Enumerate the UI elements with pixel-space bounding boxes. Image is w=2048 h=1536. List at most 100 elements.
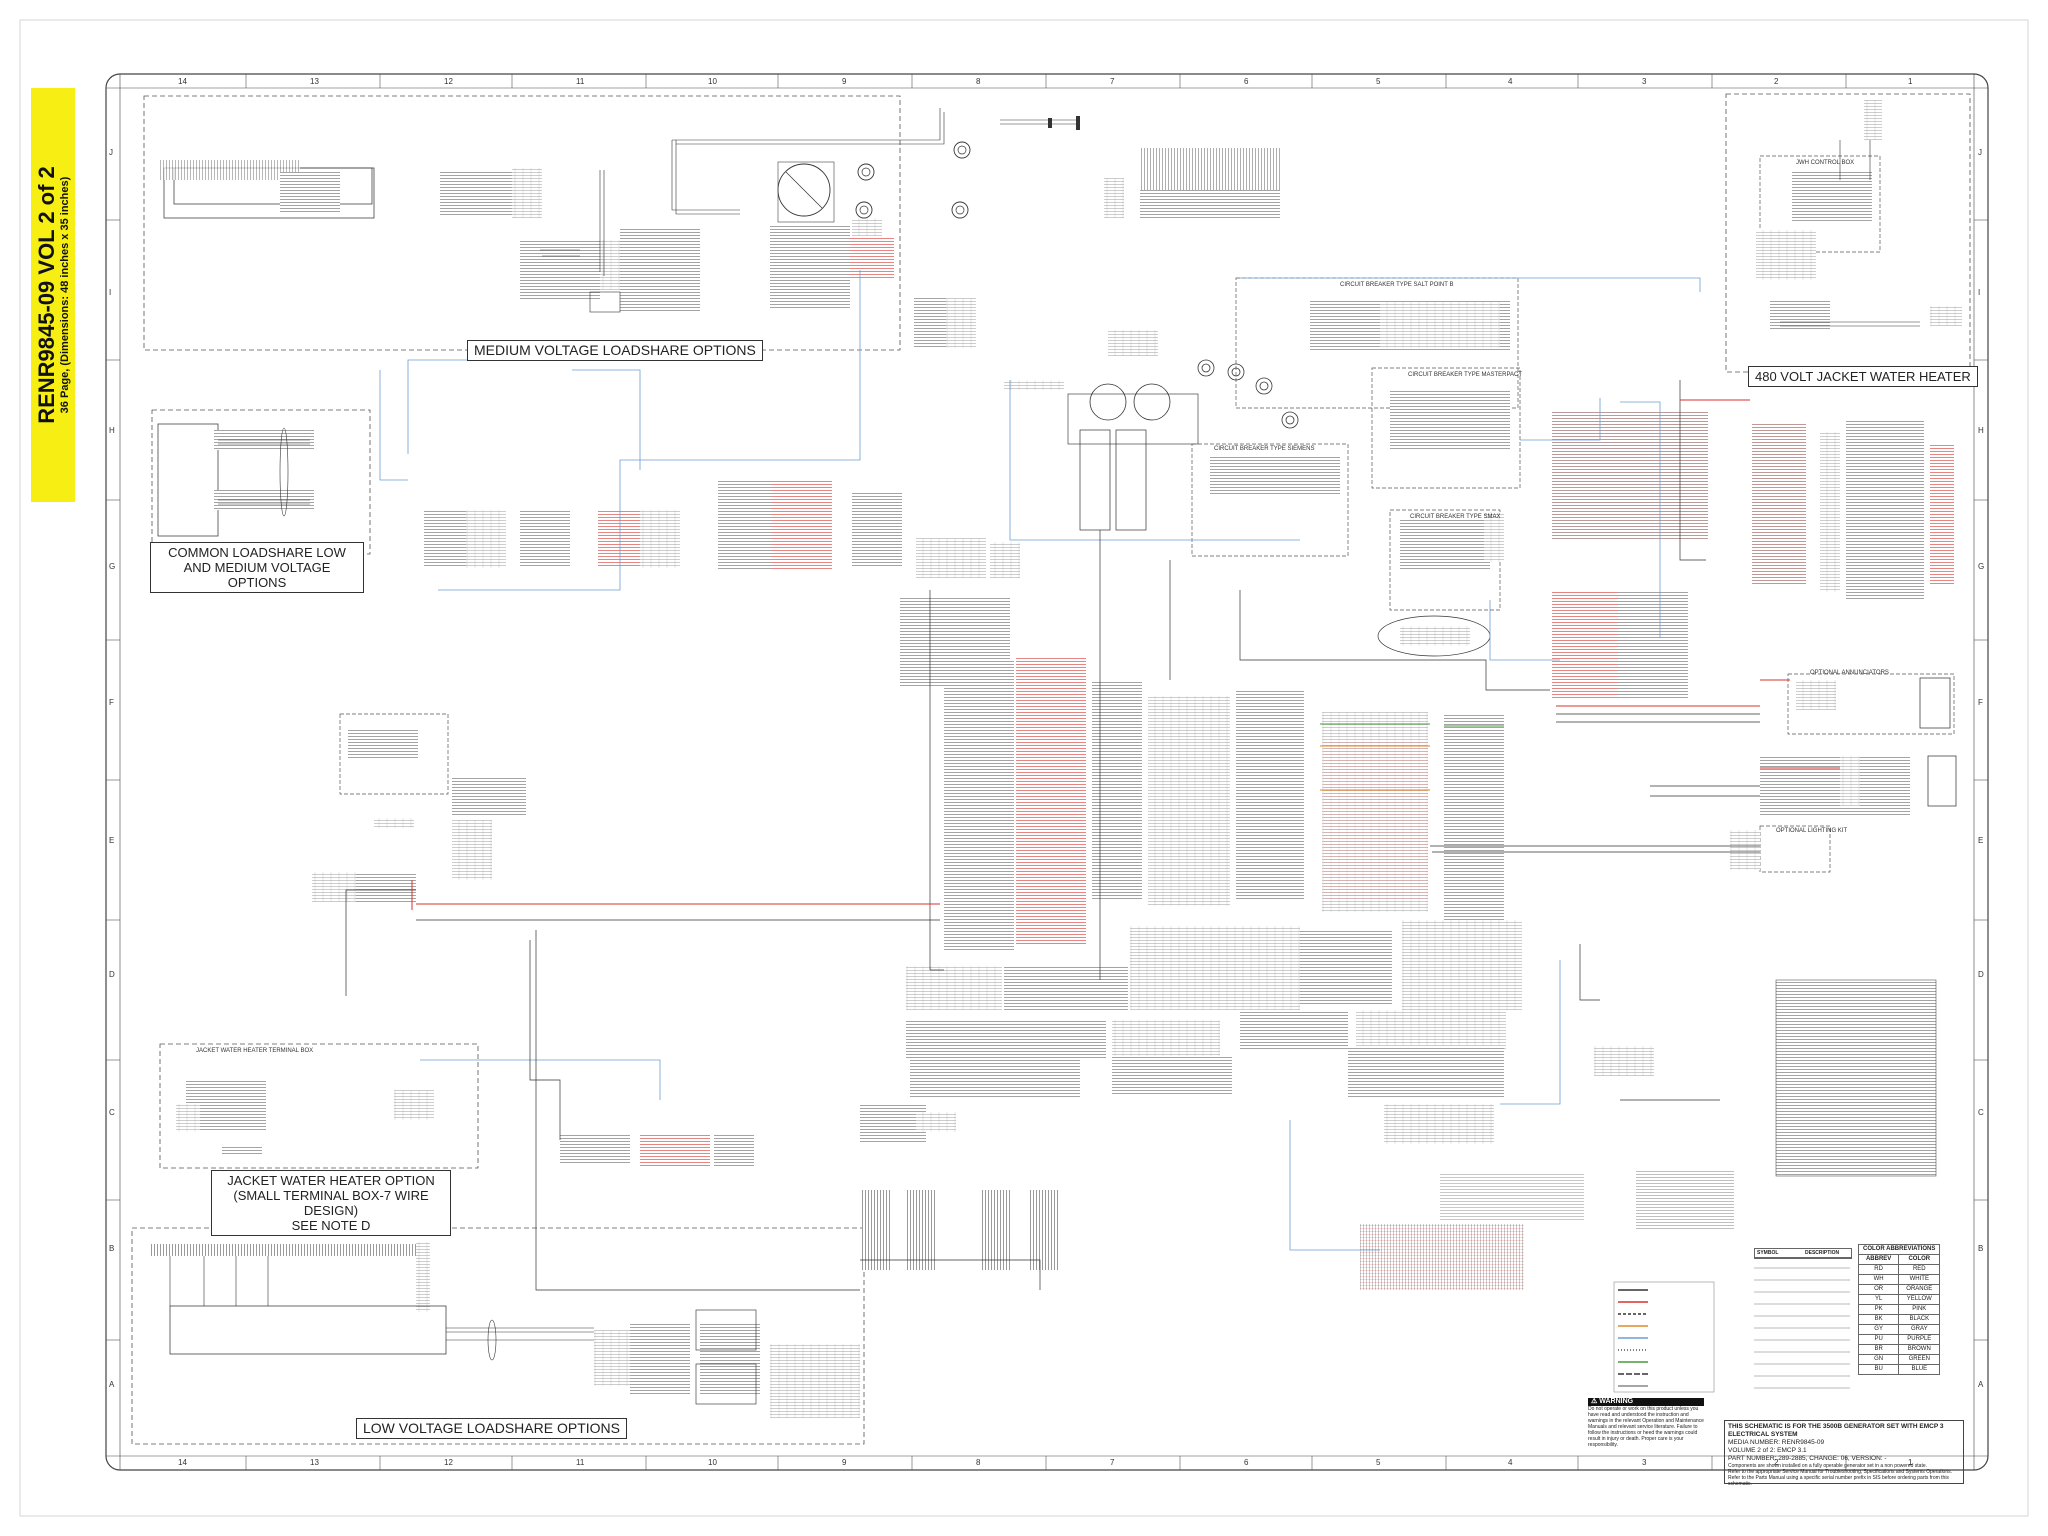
- label-jwh-control-box: JWH CONTROL BOX: [1796, 160, 1855, 166]
- color-header: COLOR: [1898, 1254, 1941, 1265]
- region-common-loadshare: [151, 409, 371, 555]
- color-cell: BROWN: [1898, 1344, 1941, 1355]
- title-line-2: ELECTRICAL SYSTEM: [1728, 1431, 1798, 1438]
- warning-block: ⚠ WARNING Do not operate or work on this…: [1588, 1398, 1704, 1474]
- grid-row: D: [1978, 970, 1984, 979]
- grid-row: F: [1978, 698, 1983, 707]
- grid-col: 4: [1508, 77, 1513, 86]
- color-cell: BLACK: [1898, 1314, 1941, 1325]
- grid-row: E: [1978, 836, 1984, 845]
- abbrev-header: ABBREV: [1857, 1254, 1900, 1265]
- grid-row: H: [1978, 426, 1984, 435]
- warning-icon: ⚠: [1591, 1398, 1598, 1405]
- abbrev-cell: PK: [1857, 1304, 1900, 1315]
- region-low-voltage: [131, 1227, 865, 1445]
- section-label-480v-jwh: 480 VOLT JACKET WATER HEATER: [1748, 366, 1978, 387]
- grid-col: 3: [1642, 1458, 1647, 1467]
- title-volume: VOLUME 2 of 2: EMCP 3.1: [1728, 1447, 1807, 1454]
- grid-col: 13: [310, 1458, 319, 1467]
- grid-col: 5: [1376, 77, 1381, 86]
- grid-col: 1: [1908, 77, 1913, 86]
- region-medium-voltage: [143, 95, 901, 351]
- grid-row: A: [1978, 1380, 1984, 1389]
- color-cell: ORANGE: [1898, 1284, 1941, 1295]
- title-block: THIS SCHEMATIC IS FOR THE 3500B GENERATO…: [1724, 1420, 1964, 1487]
- section-label-low-voltage: LOW VOLTAGE LOADSHARE OPTIONS: [356, 1418, 627, 1439]
- abbrev-cell: RD: [1857, 1264, 1900, 1275]
- grid-col: 14: [178, 1458, 187, 1467]
- color-cell: GRAY: [1898, 1324, 1941, 1335]
- grid-row: B: [1978, 1244, 1984, 1253]
- grid-row: G: [109, 562, 116, 571]
- grid-row: I: [109, 288, 112, 297]
- color-abbrev-title: COLOR ABBREVIATIONS: [1857, 1244, 1941, 1255]
- grid-row: I: [1978, 288, 1981, 297]
- abbrev-cell: BK: [1857, 1314, 1900, 1325]
- grid-row: G: [1978, 562, 1985, 571]
- grid-col: 2: [1774, 77, 1779, 86]
- grid-col: 9: [842, 1458, 847, 1467]
- section-label-common-text: COMMON LOADSHARE LOW AND MEDIUM VOLTAGE …: [168, 545, 346, 590]
- grid-col: 12: [444, 1458, 453, 1467]
- color-cell: YELLOW: [1898, 1294, 1941, 1305]
- title-media-number: MEDIA NUMBER: RENR9845-09: [1728, 1439, 1825, 1446]
- label-jwh-terminal-box: JACKET WATER HEATER TERMINAL BOX: [196, 1048, 314, 1054]
- document-dimensions: 36 Page, (Dimensions: 48 inches x 35 inc…: [58, 176, 71, 414]
- grid-col: 1: [1908, 1458, 1913, 1467]
- section-label-common-loadshare: COMMON LOADSHARE LOW AND MEDIUM VOLTAGE …: [150, 542, 364, 593]
- grid-row: F: [109, 698, 114, 707]
- grid-col: 5: [1376, 1458, 1381, 1467]
- section-label-jwh-option: JACKET WATER HEATER OPTION (SMALL TERMIN…: [211, 1170, 451, 1236]
- grid-col: 14: [178, 77, 187, 86]
- grid-col: 10: [708, 1458, 717, 1467]
- label-cb-smax: CIRCUIT BREAKER TYPE SMAX: [1410, 514, 1501, 520]
- abbrev-cell: GN: [1857, 1354, 1900, 1365]
- grid-col: 6: [1244, 77, 1249, 86]
- grid-col: 8: [976, 77, 981, 86]
- title-note-3: Refer to the Parts Manual using a specif…: [1728, 1475, 1949, 1487]
- warning-header: WARNING: [1599, 1398, 1634, 1405]
- color-cell: WHITE: [1898, 1274, 1941, 1285]
- symbol-header: SYMBOL: [1757, 1250, 1779, 1256]
- grid-col: 8: [976, 1458, 981, 1467]
- title-note-1: Components are shown installed on a full…: [1728, 1463, 1928, 1469]
- abbrev-cell: BU: [1857, 1364, 1900, 1375]
- label-cb-salt-point: CIRCUIT BREAKER TYPE SALT POINT B: [1340, 282, 1454, 288]
- grid-row: A: [109, 1380, 115, 1389]
- label-cb-siemens: CIRCUIT BREAKER TYPE SIEMENS: [1214, 446, 1315, 452]
- title-line-1: THIS SCHEMATIC IS FOR THE 3500B GENERATO…: [1728, 1423, 1944, 1430]
- grid-row: E: [109, 836, 115, 845]
- description-header: DESCRIPTION: [1805, 1250, 1840, 1256]
- color-cell: PINK: [1898, 1304, 1941, 1315]
- abbrev-cell: GY: [1857, 1324, 1900, 1335]
- region-jwh-option: [159, 1043, 479, 1169]
- grid-row: C: [109, 1108, 115, 1117]
- color-cell: PURPLE: [1898, 1334, 1941, 1345]
- label-optional-lighting: OPTIONAL LIGHTING KIT: [1776, 828, 1848, 834]
- grid-col: 12: [444, 77, 453, 86]
- grid-col: 2: [1774, 1458, 1779, 1467]
- grid-row: J: [109, 148, 113, 157]
- grid-col: 7: [1110, 77, 1115, 86]
- grid-row: H: [109, 426, 115, 435]
- grid-col: 13: [310, 77, 319, 86]
- grid-row: B: [109, 1244, 115, 1253]
- symbol-table: SYMBOL DESCRIPTION: [1754, 1248, 1852, 1259]
- grid-col: 3: [1642, 77, 1647, 86]
- grid-col: 10: [708, 77, 717, 86]
- grid-col: 11: [576, 77, 585, 86]
- abbrev-cell: WH: [1857, 1274, 1900, 1285]
- grid-col: 9: [842, 77, 847, 86]
- grid-col: 4: [1508, 1458, 1513, 1467]
- jwh-option-line2: (SMALL TERMINAL BOX-7 WIRE DESIGN): [233, 1188, 429, 1218]
